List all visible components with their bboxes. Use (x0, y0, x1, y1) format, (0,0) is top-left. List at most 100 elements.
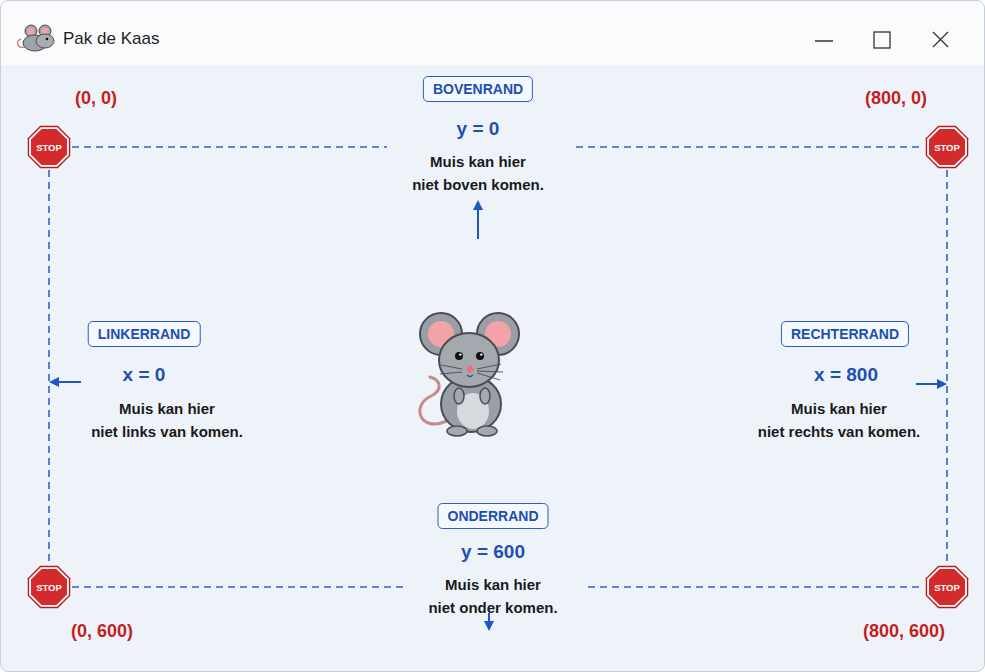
title-icon-mouse (42, 28, 49, 35)
node-text: RECHTERRAND (791, 326, 899, 342)
boundary-value: x = 0 (123, 364, 166, 386)
mouse-illustration (477, 373, 500, 380)
boundary-line (72, 146, 924, 148)
mouse-illustration (477, 426, 497, 436)
title-icon-mouse (28, 28, 35, 35)
text-line: Muis kan hier (91, 397, 243, 420)
mouse-illustration (476, 352, 484, 360)
node-text: STOP (934, 142, 960, 153)
mouse-illustration (441, 376, 501, 432)
boundary-note: Muis kan hier niet onder komen. (428, 573, 557, 619)
window-buttons (815, 32, 948, 48)
title-icon-mouse (36, 34, 54, 48)
stop-octagon (926, 126, 969, 169)
stop-octagon (29, 127, 69, 167)
mouse-illustration (467, 366, 474, 373)
direction-arrow (51, 381, 81, 383)
boundary-note: Muis kan hier niet boven komen. (412, 150, 544, 196)
text-line: niet rechts van komen. (758, 420, 921, 443)
node-text: STOP (36, 582, 62, 593)
edge-name-tag: BOVENRAND (423, 76, 533, 102)
line-gap-mask (387, 141, 573, 153)
stop-sign: STOP (924, 564, 970, 610)
text-line: niet boven komen. (412, 173, 544, 196)
node-text: LINKERRAND (98, 326, 191, 342)
stop-octagon (927, 567, 967, 607)
text-line: Muis kan hier (428, 573, 557, 596)
stop-octagon (926, 566, 969, 609)
boundary-line (72, 586, 924, 588)
boundary-line (946, 170, 948, 564)
stop-octagon (929, 129, 965, 165)
text-line: niet onder komen. (428, 596, 557, 619)
stop-octagon (28, 566, 71, 609)
boundary-value: y = 600 (461, 541, 525, 563)
mouse-illustration (440, 364, 503, 380)
mouse-illustration (420, 377, 447, 424)
mouse-illustration (457, 393, 489, 429)
title-icon-mouse (39, 25, 51, 37)
mouse-illustration (441, 365, 462, 369)
stop-octagon (31, 569, 67, 605)
mouse-illustration (480, 388, 490, 404)
boundary-value: x = 800 (814, 364, 878, 386)
minimize-button (815, 40, 833, 41)
title-icon-mouse (23, 35, 47, 51)
text-line: niet links van komen. (91, 420, 243, 443)
stop-sign: STOP (924, 124, 970, 170)
mouse-illustration (420, 313, 519, 436)
corner-coordinate: (0, 0) (75, 88, 117, 109)
mouse-illustration (477, 371, 503, 372)
direction-arrow (51, 202, 945, 629)
title-icon-mouse (18, 25, 55, 51)
corner-coordinate: (800, 600) (863, 621, 945, 642)
mouse-illustration (459, 353, 461, 355)
boundary-note: Muis kan hier niet rechts van komen. (758, 397, 921, 443)
mouse-illustration (477, 364, 501, 369)
stop-octagon (29, 567, 69, 607)
mouse-illustration (454, 388, 464, 404)
title-icon-mouse (52, 41, 55, 44)
mouse-illustration (440, 372, 462, 374)
title-icon-mouse (46, 38, 49, 41)
title-icon-mouse (25, 25, 37, 37)
mouse-illustration (485, 321, 511, 347)
title-icon-mouse (18, 39, 25, 47)
corner-coordinate: (0, 600) (71, 621, 133, 642)
stop-octagon (31, 129, 67, 165)
stop-octagon (929, 569, 965, 605)
mouse-illustration (455, 352, 463, 360)
window-title: Pak de Kaas (63, 29, 159, 49)
node-text: STOP (36, 142, 62, 153)
mouse-illustration (439, 333, 499, 387)
mouse-illustration (477, 313, 519, 355)
mouse-illustration (447, 426, 467, 436)
mouse-illustration (467, 375, 473, 377)
node-text: BOVENRAND (433, 81, 523, 97)
mouse-illustration (420, 313, 462, 355)
mouse-illustration (480, 353, 482, 355)
boundary-note: Muis kan hier niet links van komen. (91, 397, 243, 443)
close-button (933, 32, 948, 47)
direction-arrow (916, 383, 945, 385)
edge-name-tag: ONDERRAND (438, 503, 549, 529)
direction-arrow (477, 202, 479, 239)
maximize-button (874, 32, 890, 48)
edge-name-tag: LINKERRAND (88, 321, 201, 347)
boundary-value: y = 0 (457, 118, 500, 140)
boundary-line (48, 170, 50, 564)
stop-octagon (28, 126, 71, 169)
line-gap-mask (387, 141, 584, 593)
edge-name-tag: RECHTERRAND (781, 321, 909, 347)
node-text: ONDERRAND (448, 508, 539, 524)
close-button (933, 32, 948, 47)
stop-octagon (927, 127, 967, 167)
text-line: Muis kan hier (412, 150, 544, 173)
stop-sign: STOP (26, 124, 72, 170)
node-text: STOP (934, 582, 960, 593)
text-line: Muis kan hier (758, 397, 921, 420)
corner-coordinate: (800, 0) (865, 88, 927, 109)
stop-sign: STOP (26, 564, 72, 610)
mouse-illustration (428, 321, 454, 347)
